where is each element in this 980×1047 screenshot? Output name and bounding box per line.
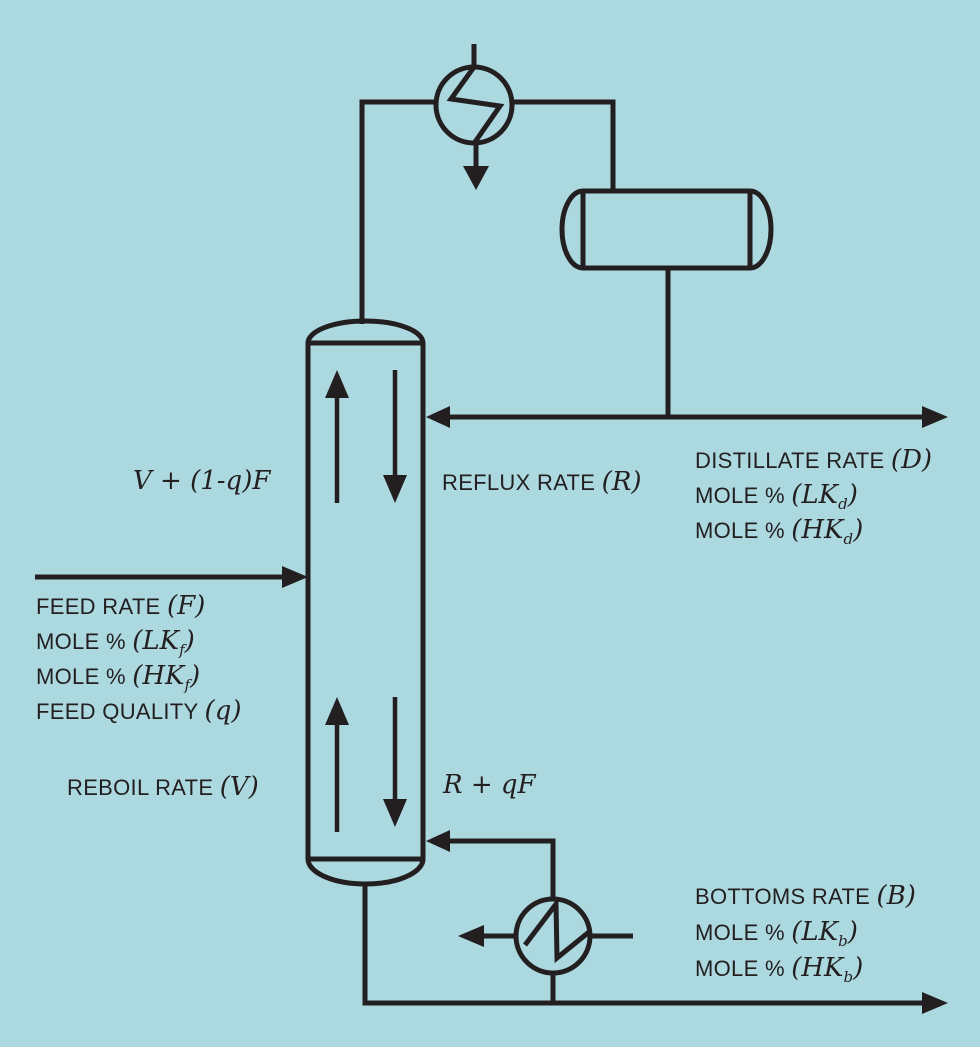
label-bottoms-rate: BOTTOMS RATE (B) <box>695 881 916 911</box>
reboiler-zigzag-icon <box>523 896 591 964</box>
boilup-return-line <box>426 830 556 899</box>
label-feed-rate: FEED RATE (F) <box>36 591 206 621</box>
boilup-return-segment <box>449 838 556 899</box>
internal-liquid-formula: R + qF <box>443 770 536 800</box>
bottoms-line <box>362 882 948 1014</box>
label-bottoms-block: BOTTOMS RATE (B) MOLE % (LKb) MOLE % (HK… <box>695 878 916 986</box>
label-feed-lk: MOLE % (LKf) <box>36 626 195 659</box>
condenser-down-arrowhead-icon <box>463 166 489 190</box>
reboiler-heat-exchanger-icon <box>458 896 633 1003</box>
label-internal-liquid-stream: R + qF <box>443 770 536 804</box>
label-distillate-lk: MOLE % (LKd) <box>695 480 858 513</box>
bottoms-line-segment <box>362 882 924 1006</box>
top-down-arrowhead-icon <box>383 475 407 503</box>
label-bottoms-hk: MOLE % (HKb) <box>695 953 864 986</box>
label-feed-hk: MOLE % (HKf) <box>36 661 201 694</box>
pipe-column-to-condenser <box>359 99 437 324</box>
column-top-dome <box>305 318 426 344</box>
condenser-heat-exchanger-icon <box>433 44 515 190</box>
label-feed-quality: FEED QUALITY (q) <box>36 696 242 726</box>
label-feed-block: FEED RATE (F) MOLE % (LKf) MOLE % (HKf) … <box>36 589 241 729</box>
internal-flow-arrows-top-icon <box>325 370 407 503</box>
bottoms-right-arrowhead-icon <box>922 992 948 1014</box>
label-reflux-rate: REFLUX RATE (R) <box>442 467 642 497</box>
internal-vapor-formula: V + (1-q)F <box>133 466 271 496</box>
condenser-zigzag-icon <box>446 65 505 144</box>
distillate-reflux-line <box>426 406 948 428</box>
pipe-condenser-to-drum <box>511 99 616 193</box>
label-reboil-rate: REBOIL RATE (V) <box>67 772 259 802</box>
label-distillate-rate: DISTILLATE RATE (D) <box>695 445 933 475</box>
bottom-down-arrowhead-icon <box>383 799 407 827</box>
reflux-left-arrowhead-icon <box>426 406 450 428</box>
reboiler-left-arrowhead-icon <box>458 925 484 947</box>
feed-line <box>35 566 308 588</box>
reflux-drum-vessel-icon <box>559 188 774 271</box>
label-distillate-block: DISTILLATE RATE (D) MOLE % (LKd) MOLE % … <box>695 443 932 548</box>
label-bottoms-lk: MOLE % (LKb) <box>695 917 858 950</box>
top-up-arrowhead-icon <box>325 370 349 398</box>
distillate-right-arrowhead-icon <box>922 406 948 428</box>
internal-flow-arrows-bottom-icon <box>325 697 407 832</box>
bottom-up-arrowhead-icon <box>325 697 349 725</box>
label-distillate-hk: MOLE % (HKd) <box>695 515 864 548</box>
boilup-left-arrowhead-icon <box>426 830 450 852</box>
feed-right-arrowhead-icon <box>282 566 308 588</box>
label-internal-vapor-stream: V + (1-q)F <box>133 466 270 500</box>
